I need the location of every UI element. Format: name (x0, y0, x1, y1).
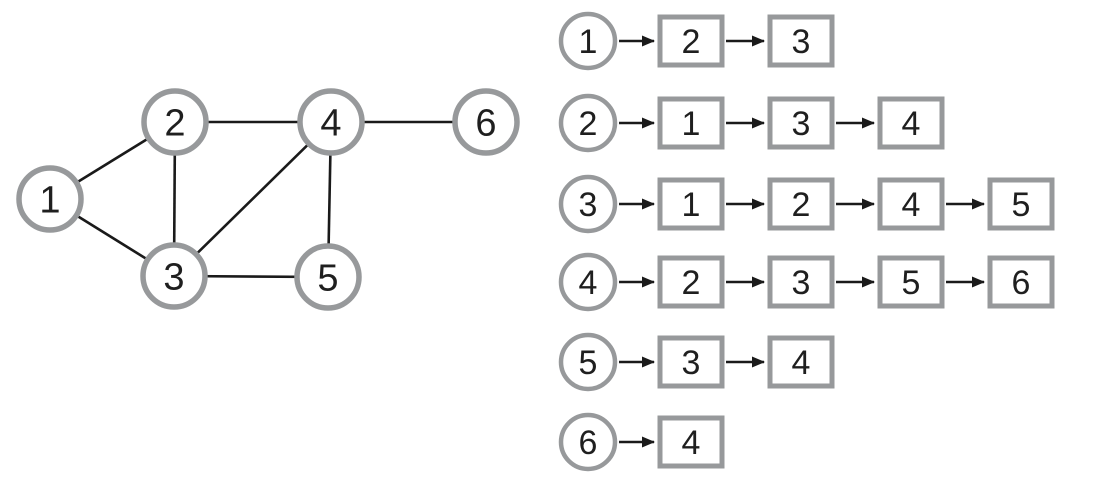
graph-panel: 1 2 3 4 5 6 (16, 88, 520, 311)
adjlist-head-circle (558, 93, 618, 153)
adjlist-node-box (657, 415, 725, 469)
adjlist-row-4: 4 2 3 5 6 (558, 252, 1055, 312)
adjlist-head-label: 1 (579, 23, 598, 61)
adjlist-node-label: 4 (902, 105, 921, 143)
adjlist-node-box (767, 255, 835, 309)
graph-node-circle (140, 242, 208, 310)
adjlist-node-box (877, 177, 945, 231)
adjlist-node-box (987, 177, 1055, 231)
adjlist-node-label: 2 (682, 23, 701, 61)
adjlist-row-5: 5 3 4 (558, 332, 835, 392)
adjlist-head-label: 5 (579, 344, 598, 382)
adjlist-node-label: 1 (682, 186, 701, 224)
graph-node-4: 4 (297, 88, 365, 156)
adjlist-node-label: 4 (792, 344, 811, 382)
graph-node-circle (16, 165, 84, 233)
adjlist-node-box (877, 96, 945, 150)
adjlist-node-label: 4 (682, 424, 701, 462)
graph-node-label: 4 (320, 102, 341, 144)
adjlist-head-circle (558, 252, 618, 312)
adjlist-head-label: 2 (579, 105, 598, 143)
graph-node-label: 6 (475, 102, 496, 144)
adjlist-node-box (767, 14, 835, 68)
graph-node-label: 3 (163, 256, 184, 298)
adjlist-node-label: 1 (682, 105, 701, 143)
adjlist-node-box (987, 255, 1055, 309)
graph-node-6: 6 (452, 88, 520, 156)
adjlist-head-label: 4 (579, 264, 598, 302)
graph-node-label: 1 (39, 179, 60, 221)
graph-node-3: 3 (140, 242, 208, 310)
adjlist-row-3: 3 1 2 4 5 (558, 174, 1055, 234)
adjlist-node-box (767, 335, 835, 389)
adjlist-head-circle (558, 412, 618, 472)
adjlist-head-circle (558, 11, 618, 71)
adjlist-node-box (657, 335, 725, 389)
graph-node-circle (452, 88, 520, 156)
adjlist-node-box (657, 255, 725, 309)
adjlist-head-circle (558, 332, 618, 392)
adjlist-node-label: 5 (902, 264, 921, 302)
adjlist-node-label: 3 (792, 23, 811, 61)
graph-node-circle (297, 88, 365, 156)
adjlist-node-label: 4 (902, 186, 921, 224)
adjlist-head-circle (558, 174, 618, 234)
graph-node-5: 5 (294, 243, 362, 311)
adjlist-head-label: 3 (579, 186, 598, 224)
adjlist-node-label: 6 (1012, 264, 1031, 302)
adjlist-node-box (657, 177, 725, 231)
graph-node-label: 5 (317, 257, 338, 299)
adjlist-node-label: 3 (792, 264, 811, 302)
adjlist-head-label: 6 (579, 424, 598, 462)
adjlist-node-box (657, 14, 725, 68)
adjlist-node-box (877, 255, 945, 309)
graph-node-circle (294, 243, 362, 311)
adjlist-node-label: 3 (792, 105, 811, 143)
graph-node-circle (141, 88, 209, 156)
adjlist-node-label: 5 (1012, 186, 1031, 224)
adjlist-row-2: 2 1 3 4 (558, 93, 945, 153)
graph-edge-3-4 (173, 121, 332, 277)
adjlist-row-1: 1 2 3 (558, 11, 835, 71)
adjlist-node-label: 3 (682, 344, 701, 382)
adjlist-node-box (657, 96, 725, 150)
adjlist-node-label: 2 (682, 264, 701, 302)
graph-node-label: 2 (164, 102, 185, 144)
adjlist-node-box (767, 177, 835, 231)
graph-node-1: 1 (16, 165, 84, 233)
graph-node-2: 2 (141, 88, 209, 156)
adjlist-node-label: 2 (792, 186, 811, 224)
adjlist-node-box (767, 96, 835, 150)
